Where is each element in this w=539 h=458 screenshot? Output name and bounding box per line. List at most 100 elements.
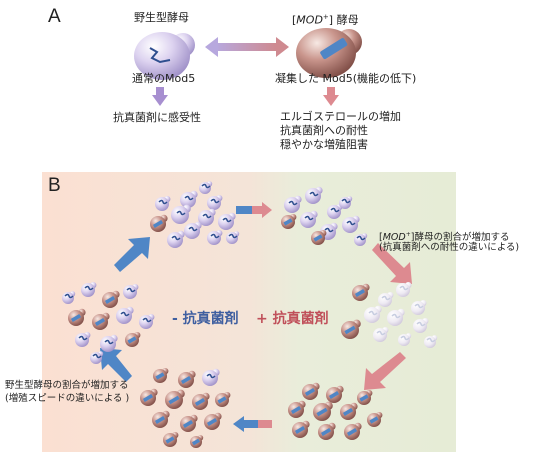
- cell-top-7: [150, 214, 168, 232]
- wt-increase-line2: (増殖スピードの違いによる ): [5, 393, 130, 404]
- arrow-left-up-2: [100, 348, 132, 382]
- mod-effect-1: エルゴステロールの増加: [280, 110, 401, 123]
- mod-caption: 凝集した Mod5(機能の低下): [275, 72, 417, 85]
- arrow-left-up-1: [114, 237, 150, 272]
- mod-title-sup: +: [322, 13, 329, 21]
- mod-increase-suffix: ]酵母の割合が増加する: [410, 232, 510, 244]
- cell-bottomleft-2: [202, 368, 220, 386]
- cell-bottomleft-3: [140, 388, 158, 406]
- cell-topright-0: [284, 195, 302, 213]
- cell-left-0: [62, 291, 76, 304]
- wild-type-cell-large: [134, 32, 195, 80]
- cell-bottomleft-1: [178, 370, 196, 388]
- cell-top-2: [207, 194, 223, 210]
- cell-top-8: [184, 221, 202, 239]
- minus-antifungal-label: - 抗真菌剤: [172, 311, 239, 327]
- cell-top-5: [198, 208, 216, 226]
- cell-top-4: [171, 204, 191, 224]
- cell-bottomright-5: [357, 389, 373, 405]
- cell-left-4: [68, 308, 86, 326]
- cell-topright-4: [300, 210, 318, 228]
- cell-left-5: [92, 312, 110, 330]
- mod-down-arrow: [323, 87, 339, 106]
- cell-top-0: [199, 181, 213, 194]
- cell-bottomright-4: [340, 402, 358, 420]
- cell-bottomleft-8: [180, 414, 198, 432]
- wt-increase-line1: 野生型酵母の割合が増加する: [5, 380, 129, 391]
- mod-cell-large: [296, 28, 362, 78]
- cell-topright-7: [339, 196, 353, 209]
- cell-bottomleft-4: [165, 389, 185, 409]
- cell-top-10: [167, 230, 185, 248]
- cell-left-11: [90, 351, 104, 364]
- cell-right-0: [352, 283, 370, 301]
- cell-bottomleft-6: [215, 391, 231, 407]
- cell-right-8: [373, 326, 389, 342]
- cell-right-9: [398, 333, 412, 346]
- cell-right-3: [364, 305, 382, 323]
- cell-bottomleft-5: [192, 392, 210, 410]
- arrow-right-down-2: [364, 352, 406, 390]
- cell-topright-3: [281, 213, 297, 229]
- cell-topright-2: [327, 203, 343, 219]
- cell-bottomright-8: [344, 422, 362, 440]
- arrow-bottom: [233, 416, 272, 432]
- cell-bottomright-3: [313, 401, 333, 421]
- panel-b-background: [42, 172, 456, 452]
- cell-left-8: [75, 331, 91, 347]
- cell-right-2: [396, 281, 412, 297]
- mod-effect-2: 抗真菌剤への耐性: [280, 124, 368, 137]
- cell-bottomleft-9: [204, 412, 222, 430]
- reversible-arrow: [205, 37, 289, 57]
- arrow-right-down-1: [372, 243, 412, 284]
- cell-bottomright-6: [292, 420, 310, 438]
- cell-bottomleft-11: [190, 435, 204, 448]
- panel-b-letter: B: [48, 175, 61, 196]
- cell-bottomleft-0: [153, 367, 169, 383]
- mod-increase-line2: (抗真菌剤への耐性の違いによる): [379, 242, 520, 253]
- mod-title-italic: MOD: [296, 13, 323, 27]
- wild-type-effect: 抗真菌剤に感受性: [113, 111, 201, 124]
- cell-bottomleft-10: [163, 431, 179, 447]
- wild-type-caption: 通常のMod5: [132, 72, 196, 85]
- cell-right-6: [413, 317, 429, 333]
- cell-bottomright-1: [326, 385, 344, 403]
- cell-right-5: [411, 299, 427, 315]
- cell-top-11: [226, 231, 240, 244]
- mod-title-suffix: ] 酵母: [328, 13, 359, 27]
- cell-right-7: [341, 319, 361, 339]
- cell-clusters: [62, 181, 438, 448]
- mod-increase-sup: +: [405, 231, 411, 238]
- cell-left-10: [125, 331, 141, 347]
- plus-antifungal-label: + 抗真菌剤: [256, 311, 329, 327]
- cell-top-9: [207, 229, 223, 245]
- cell-left-6: [116, 306, 134, 324]
- mod-increase-line1: [MOD+]酵母の割合が増加する: [379, 231, 510, 244]
- cell-top-6: [218, 212, 236, 230]
- cell-left-3: [123, 283, 139, 299]
- cell-topright-9: [354, 233, 368, 246]
- cell-topright-6: [342, 215, 360, 233]
- cell-left-2: [102, 290, 120, 308]
- arrow-top: [236, 202, 272, 218]
- cell-top-3: [155, 195, 171, 211]
- cell-bottomright-2: [288, 400, 306, 418]
- cell-left-7: [139, 313, 155, 329]
- cell-bottomright-0: [302, 382, 320, 400]
- mod-title: [MOD+] 酵母: [292, 13, 359, 27]
- cell-right-4: [387, 308, 405, 326]
- cell-top-1: [180, 190, 198, 208]
- cell-bottomright-7: [318, 422, 336, 440]
- cell-bottomright-9: [367, 411, 383, 427]
- cell-topright-8: [311, 229, 327, 245]
- cell-left-9: [100, 334, 118, 352]
- mod-effect-3: 穏やかな増殖阻害: [280, 138, 368, 151]
- cell-left-1: [81, 281, 97, 297]
- panel-a-letter: A: [48, 6, 61, 27]
- mod-increase-italic: MOD: [382, 232, 406, 244]
- cell-bottomleft-7: [152, 410, 170, 428]
- wild-type-title: 野生型酵母: [134, 11, 189, 24]
- cell-right-1: [378, 291, 394, 307]
- wt-down-arrow: [152, 87, 168, 106]
